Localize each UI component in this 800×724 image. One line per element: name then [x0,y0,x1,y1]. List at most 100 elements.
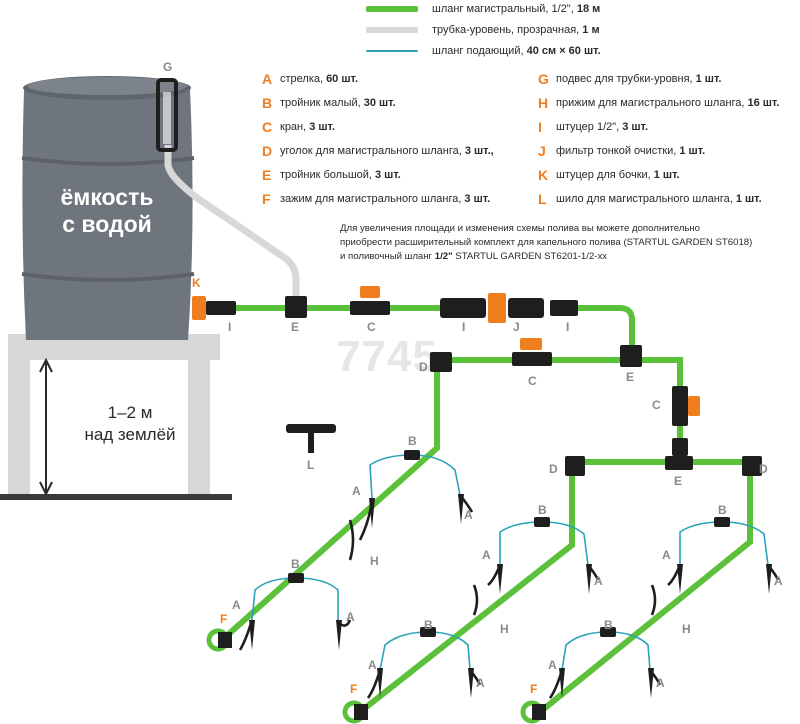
note-line-3: и поливочный шланг 1/2" STARTUL GARDEN S… [340,250,795,264]
label-k: K [192,276,201,290]
part-text: уголок для магистрального шланга, [280,145,462,157]
label-a-7: A [232,598,241,612]
part-letter: A [262,71,273,87]
label-a-11: A [548,658,557,672]
label-a-9: A [368,658,377,672]
part-letter: I [538,119,542,135]
main-hose-swatch [366,6,418,12]
part-text: кран, [280,121,307,133]
part-qty: 3 шт. [464,193,491,205]
feed-hose-swatch [366,50,418,52]
part-qty: 1 шт. [679,145,706,157]
note-line-3-bold: 1/2" [434,251,453,262]
part-qty: 1 шт. [735,193,762,205]
watermark: 7745 [336,332,438,381]
water-tank [21,76,195,340]
fittings [206,296,762,476]
legend-item-main-hose: шланг магистральный, 1/2", 18 м [366,0,600,18]
part-text: стрелка, [280,73,324,85]
legend-label: шланг магистральный, 1/2", [432,3,574,15]
label-a-6: A [774,574,783,588]
label-b-1: B [408,434,417,448]
legend-qty: 40 см × 60 шт. [526,45,601,57]
part-text: шило для магистрального шланга, [556,193,733,205]
label-a-1: A [352,484,361,498]
label-c-1: C [367,320,376,334]
part-qty: 3 шт. [374,169,401,181]
part-letter: C [262,119,273,135]
part-qty: 3 шт. [622,121,649,133]
part-letter: G [538,71,549,87]
tank-label: ёмкость с водой [22,184,192,238]
label-i-2: I [462,320,466,334]
legend-label: шланг подающий, [432,45,524,57]
label-c-2: C [528,374,537,388]
label-d-1: D [419,360,428,374]
legend-item-level-tube: трубка-уровень, прозрачная, 1 м [366,21,600,39]
label-d-3: D [759,462,768,476]
part-text: тройник малый, [280,97,361,109]
part-text: прижим для магистрального шланга, [556,97,745,109]
label-a-2: A [464,508,473,522]
legend-label: трубка-уровень, прозрачная, [432,24,580,36]
note-line-2: приобрести расширительный комплект для к… [340,237,753,248]
label-f-3: F [530,682,538,696]
note-line-3-post: STARTUL GARDEN ST6201-1/2-хх [452,251,608,262]
tank-label-line-1: ёмкость [60,184,154,210]
part-letter: K [538,167,549,183]
label-a-8: A [346,610,355,624]
note-line-1: Для увеличения площади и изменения схемы… [340,223,701,234]
label-g: G [163,60,173,74]
part-qty: 60 шт. [326,73,358,85]
level-tube [156,78,300,305]
label-j: J [513,320,520,334]
part-text: фильтр тонкой очистки, [556,145,677,157]
height-arrow [39,357,53,497]
part-text: зажим для магистрального шланга, [280,193,462,205]
label-i-1: I [228,320,232,334]
label-b-2: B [538,503,547,517]
part-text: подвес для трубки-уровня, [556,73,693,85]
part-qty: 3 шт. [309,121,336,133]
label-l: L [307,458,315,472]
label-e-3: E [674,474,683,488]
label-b-3: B [718,503,727,517]
height-label-line-1: 1–2 м [107,403,153,422]
part-letter: L [538,191,547,207]
label-b-4: B [291,557,300,571]
label-a-3: A [482,548,491,562]
label-h-3: H [682,622,691,636]
part-text: штуцер для бочки, [556,169,651,181]
part-qty: 30 шт. [363,97,396,109]
label-e-1: E [291,320,300,334]
label-f-2: F [350,682,358,696]
small-tees [288,450,730,637]
label-a-5: A [662,548,671,562]
main-hose [197,305,753,715]
label-e-2: E [626,370,635,384]
height-label-line-2: над землёй [84,425,176,444]
orange-parts [192,286,700,416]
legend-qty: 1 м [582,24,600,36]
label-h-2: H [500,622,509,636]
level-tube-swatch [366,27,418,33]
legend-item-feed-hose: шланг подающий, 40 см × 60 шт. [366,42,601,60]
end-clamps [206,628,546,724]
legend-qty: 18 м [576,3,601,15]
height-label: 1–2 м над землёй [60,402,200,446]
label-i-3: I [566,320,570,334]
label-a-4: A [594,574,603,588]
drip-branches [251,454,769,671]
part-qty: 3 шт., [464,145,494,157]
